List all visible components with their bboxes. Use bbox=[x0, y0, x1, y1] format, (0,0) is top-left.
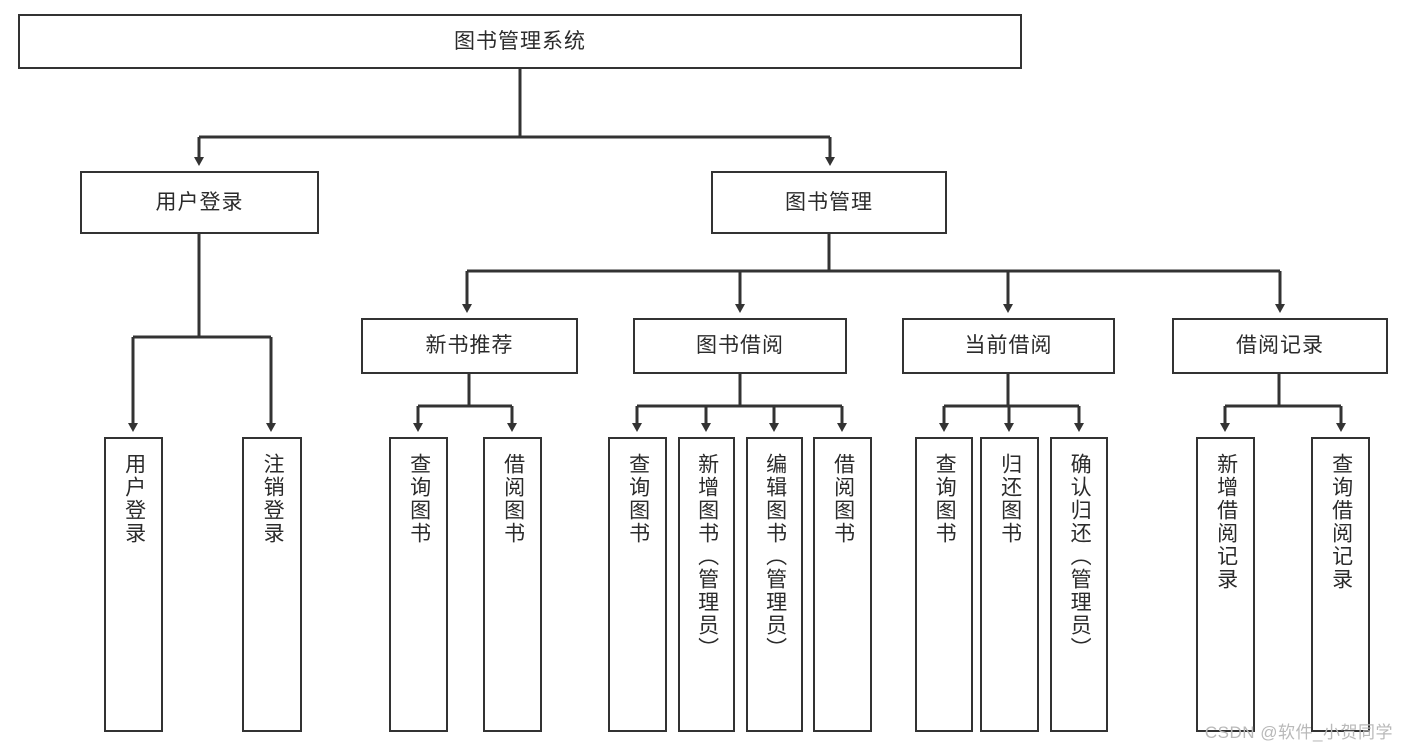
node-label: 查询图书 bbox=[626, 453, 650, 545]
node-label: 借阅图书 bbox=[501, 453, 525, 545]
node-leaf-borrow-books-recommend[interactable]: 借阅图书 bbox=[483, 437, 542, 732]
node-label: 注销登录 bbox=[261, 453, 285, 545]
node-leaf-logout[interactable]: 注销登录 bbox=[242, 437, 302, 732]
node-leaf-query-books-recommend[interactable]: 查询图书 bbox=[389, 437, 448, 732]
node-label: 借阅记录 bbox=[1236, 334, 1324, 358]
node-label: 归还图书 bbox=[998, 453, 1022, 545]
node-label: 新增借阅记录 bbox=[1214, 453, 1238, 591]
node-label: 编辑图书（管理员） bbox=[763, 453, 787, 660]
node-label: 查询图书 bbox=[407, 453, 431, 545]
node-label: 图书管理系统 bbox=[454, 29, 586, 53]
node-label: 当前借阅 bbox=[964, 334, 1053, 358]
node-leaf-user-login[interactable]: 用户登录 bbox=[104, 437, 163, 732]
node-label: 新增图书（管理员） bbox=[695, 453, 719, 660]
node-leaf-confirm-return-admin[interactable]: 确认归还（管理员） bbox=[1050, 437, 1108, 732]
node-label: 新书推荐 bbox=[425, 334, 514, 358]
node-label: 图书管理 bbox=[785, 190, 873, 214]
node-leaf-query-borrow-record[interactable]: 查询借阅记录 bbox=[1311, 437, 1370, 732]
node-label: 借阅图书 bbox=[831, 453, 855, 545]
node-current-borrowing[interactable]: 当前借阅 bbox=[902, 318, 1115, 374]
node-label: 用户登录 bbox=[155, 190, 244, 214]
node-label: 查询图书 bbox=[933, 453, 957, 545]
node-leaf-borrow-books[interactable]: 借阅图书 bbox=[813, 437, 872, 732]
node-root-book-management-system[interactable]: 图书管理系统 bbox=[18, 14, 1022, 69]
node-leaf-query-books-borrow[interactable]: 查询图书 bbox=[608, 437, 667, 732]
node-user-login[interactable]: 用户登录 bbox=[80, 171, 319, 234]
node-label: 确认归还（管理员） bbox=[1068, 453, 1092, 660]
node-leaf-query-books-current[interactable]: 查询图书 bbox=[915, 437, 973, 732]
node-borrow-records[interactable]: 借阅记录 bbox=[1172, 318, 1388, 374]
csdn-watermark: CSDN @软件_小贺同学 bbox=[1204, 723, 1393, 742]
node-label: 用户登录 bbox=[122, 453, 146, 545]
node-label: 查询借阅记录 bbox=[1329, 453, 1353, 591]
node-book-management[interactable]: 图书管理 bbox=[711, 171, 947, 234]
node-leaf-return-books[interactable]: 归还图书 bbox=[980, 437, 1039, 732]
node-leaf-edit-book-admin[interactable]: 编辑图书（管理员） bbox=[746, 437, 803, 732]
node-book-borrowing[interactable]: 图书借阅 bbox=[633, 318, 847, 374]
node-leaf-add-borrow-record[interactable]: 新增借阅记录 bbox=[1196, 437, 1255, 732]
node-new-book-recommendation[interactable]: 新书推荐 bbox=[361, 318, 578, 374]
node-leaf-add-book-admin[interactable]: 新增图书（管理员） bbox=[678, 437, 735, 732]
node-label: 图书借阅 bbox=[696, 334, 784, 358]
